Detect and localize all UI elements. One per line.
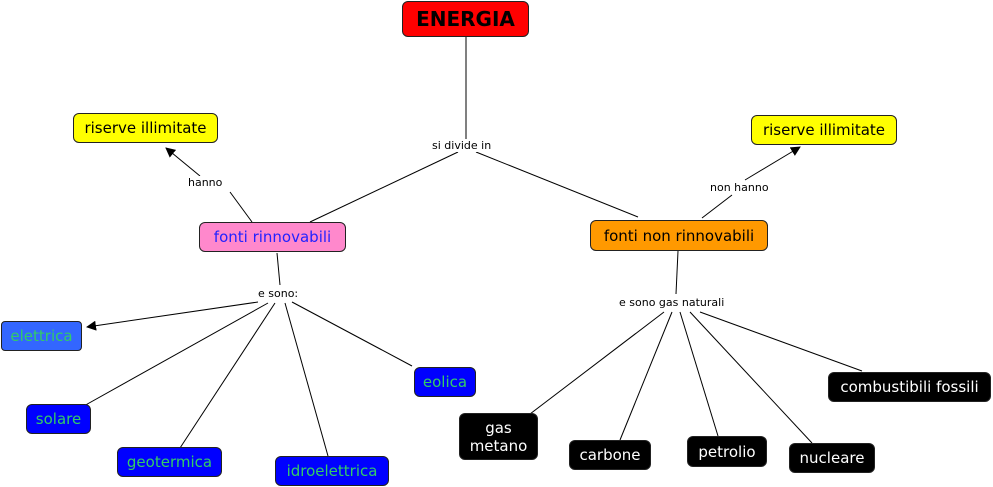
- node-eolica[interactable]: eolica: [414, 367, 476, 397]
- node-nucleare[interactable]: nucleare: [789, 443, 875, 473]
- connector-esono-elettrica: [86, 301, 259, 331]
- connector-nonrenewable-gas: [675, 250, 679, 295]
- node-eolica-label: eolica: [422, 373, 468, 391]
- connector-esono-eolica: [291, 301, 413, 367]
- node-riserve-illimitate-left[interactable]: riserve illimitate: [73, 113, 218, 143]
- node-nucleare-label: nucleare: [799, 449, 865, 467]
- node-idroelettrica-label: idroelettrica: [286, 462, 378, 480]
- node-carbone[interactable]: carbone: [569, 440, 651, 470]
- connector-gas-carbone: [619, 311, 673, 441]
- node-gas-metano-label: gas metano: [469, 418, 528, 455]
- root-node-energia[interactable]: ENERGIA: [402, 1, 529, 37]
- link-label-has: hanno: [186, 176, 225, 189]
- connector-hanno-arrow: [165, 147, 201, 177]
- connector-esono-geotermica: [179, 302, 276, 449]
- connector-esono-idroelettrica: [284, 302, 329, 457]
- connector-gas-metano: [529, 311, 665, 415]
- node-geotermica-label: geotermica: [126, 453, 213, 471]
- node-fonti-rinnovabili[interactable]: fonti rinnovabili: [199, 222, 346, 252]
- node-riserve-illimitate-left-label: riserve illimitate: [84, 119, 207, 137]
- connector-gas-nucleare: [689, 311, 813, 444]
- connector-nonrenewable-nonhanno: [701, 194, 733, 219]
- node-fonti-non-rinnovabili[interactable]: fonti non rinnovabili: [590, 220, 768, 251]
- node-elettrica[interactable]: elettrica: [1, 321, 82, 351]
- node-geotermica[interactable]: geotermica: [117, 447, 222, 477]
- node-fonti-rinnovabili-label: fonti rinnovabili: [213, 228, 332, 246]
- node-combustibili-fossili-label: combustibili fossili: [840, 378, 979, 396]
- node-carbone-label: carbone: [579, 446, 641, 464]
- node-petrolio-label: petrolio: [698, 442, 756, 461]
- connector-esono-solare: [81, 302, 269, 408]
- node-riserve-illimitate-right[interactable]: riserve illimitate: [751, 115, 897, 145]
- connector-nonhanno-arrow: [744, 146, 801, 181]
- node-riserve-illimitate-right-label: riserve illimitate: [762, 121, 886, 139]
- node-fonti-non-rinnovabili-label: fonti non rinnovabili: [603, 226, 755, 245]
- link-label-divides: si divide in: [430, 139, 494, 152]
- node-solare[interactable]: solare: [26, 404, 91, 434]
- node-elettrica-label: elettrica: [10, 327, 73, 345]
- connector-renewable-esono: [276, 252, 281, 286]
- connector-divide-left: [309, 151, 459, 223]
- node-gas-metano[interactable]: gas metano: [459, 413, 538, 460]
- connector-gas-combustibili: [699, 311, 863, 372]
- connector-renewable-hanno: [229, 191, 253, 223]
- node-solare-label: solare: [35, 410, 82, 428]
- connector-divide-right: [475, 151, 639, 218]
- link-label-has-not: non hanno: [708, 181, 771, 194]
- node-idroelettrica[interactable]: idroelettrica: [275, 456, 389, 486]
- link-label-renewable-are: e sono:: [256, 287, 301, 300]
- connector-gas-petrolio: [679, 311, 719, 437]
- node-combustibili-fossili[interactable]: combustibili fossili: [828, 372, 991, 402]
- link-label-nonrenewable-are: e sono gas naturali: [617, 296, 727, 309]
- root-node-label: ENERGIA: [416, 7, 515, 31]
- node-petrolio[interactable]: petrolio: [687, 436, 767, 467]
